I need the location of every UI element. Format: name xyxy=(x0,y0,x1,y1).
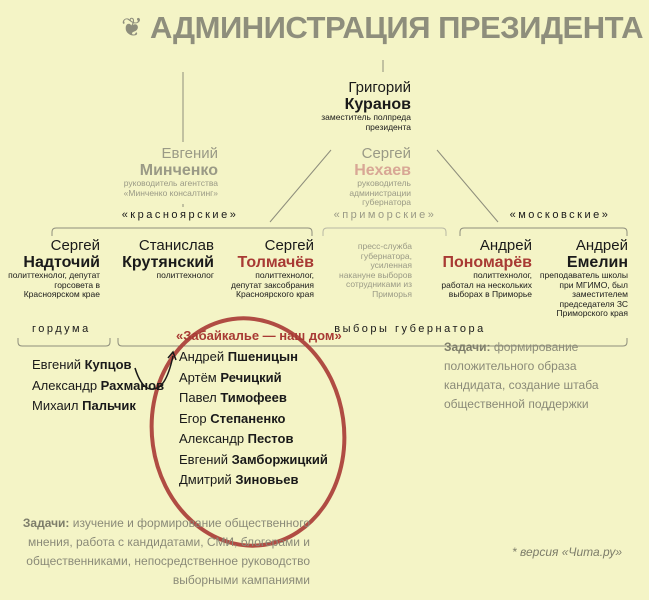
first-name: Андрей xyxy=(479,237,532,254)
first-name: Сергей xyxy=(361,145,411,162)
bracket-primorye xyxy=(322,227,447,236)
first-name: Станислав xyxy=(138,237,214,254)
first-name: Егор xyxy=(179,410,207,426)
first-name: Александр xyxy=(179,431,245,446)
role: руководитель агентства «Минченко консалт… xyxy=(123,178,218,198)
person-nadtochiy: Сергей Надточий политтехнолог, депутат г… xyxy=(4,238,100,300)
role: политтехнолог, работал на нескольких выб… xyxy=(441,270,532,299)
list-item: Евгений Замборжицкий xyxy=(179,450,328,471)
last-name: Крутянский xyxy=(122,254,214,271)
group-label-krasnoyarsk: «красноярские» xyxy=(121,209,239,221)
person-krutyansky: Станислав Крутянский политтехнолог xyxy=(110,238,214,281)
last-name: Куранов xyxy=(344,96,411,113)
list-item: Евгений Купцов xyxy=(32,355,164,376)
person-tolmachev: Сергей Толмачёв политтехнолог, депутат з… xyxy=(225,238,314,300)
person-minchenko: Евгений Минченко руководитель агентства … xyxy=(110,146,218,198)
list-item: Андрей Пшеницын xyxy=(179,347,328,368)
red-circle-highlight xyxy=(149,316,347,548)
person-kuranov: Григорий Куранов заместитель полпреда пр… xyxy=(300,80,411,132)
last-name: Тимофеев xyxy=(220,390,287,405)
last-name: формирование положительного образа канди… xyxy=(444,340,599,411)
tasks-bottom: Задачи: изучение и формирование обществе… xyxy=(20,514,310,590)
party-members: Андрей Пшеницын Артём Речицкий Павел Тим… xyxy=(179,347,328,491)
press-service: пресс-служба губернатора, усиленная нака… xyxy=(334,241,412,299)
last-name: изучение и формирование общественного мн… xyxy=(26,516,310,587)
eagle-logo-icon: ❦ xyxy=(121,12,143,42)
first-name: Михаил xyxy=(32,398,79,413)
bracket-gorduma xyxy=(17,338,111,347)
first-name: Евгений xyxy=(179,451,228,467)
last-name: Пальчик xyxy=(82,398,136,413)
first-name: Артём xyxy=(179,369,217,385)
tasks-right: Задачи: формирование положительного обра… xyxy=(444,338,614,414)
last-name: Минченко xyxy=(139,162,218,179)
first-name: Дмитрий xyxy=(179,472,232,487)
first-name: Евгений xyxy=(32,357,81,372)
first-name: Андрей xyxy=(179,349,225,364)
last-name: Степаненко xyxy=(210,410,286,426)
bracket-moscow xyxy=(459,227,628,236)
bracket-elections xyxy=(117,338,628,347)
first-name: Сергей xyxy=(264,237,314,254)
list-item: Михаил Пальчик xyxy=(32,396,164,417)
last-name: Пестов xyxy=(247,431,294,446)
last-name: Нехаев xyxy=(354,162,411,179)
last-name: Толмачёв xyxy=(237,254,314,271)
role: политтехнолог, депутат заксобрания Красн… xyxy=(230,270,314,299)
first-name: Андрей xyxy=(575,237,628,254)
person-ponomarev: Андрей Пономарёв политтехнолог, работал … xyxy=(440,238,532,300)
first-name: Павел xyxy=(179,390,217,405)
list-item: Александр Пестов xyxy=(179,429,328,450)
role: преподаватель школы при МГИМО, был замес… xyxy=(539,270,628,318)
last-name: Пономарёв xyxy=(442,254,532,271)
role: политтехнолог xyxy=(156,270,214,280)
party-title: «Забайкалье — наш дом» xyxy=(176,328,342,343)
group-label-moscow: «московские» xyxy=(509,209,611,221)
last-name: Надточий xyxy=(23,254,100,271)
bracket-krasnoyarsk xyxy=(51,227,313,236)
list-item: Павел Тимофеев xyxy=(179,388,328,409)
list-item: Дмитрий Зиновьев xyxy=(179,470,328,491)
last-name: Рахманов xyxy=(100,377,165,393)
last-name: Задачи: xyxy=(22,516,70,530)
last-name: Купцов xyxy=(84,357,132,372)
role: руководитель администрации губернатора xyxy=(349,178,411,207)
section-elections: выборы губернатора xyxy=(334,323,486,335)
page-title: АДМИНИСТРАЦИЯ ПРЕЗИДЕНТА xyxy=(150,10,643,45)
group-label-primorye: «приморские» xyxy=(333,209,437,221)
role: пресс-служба губернатора, усиленная нака… xyxy=(339,241,412,299)
person-nekhaev: Сергей Нехаев руководитель администрации… xyxy=(336,146,411,208)
last-name: Речицкий xyxy=(220,369,282,385)
footnote: * версия «Чита.ру» xyxy=(511,545,622,559)
last-name: Пшеницын xyxy=(227,349,298,364)
last-name: Емелин xyxy=(566,254,628,271)
arrow-icon xyxy=(134,355,174,390)
list-item: Артём Речицкий xyxy=(179,368,328,389)
role: политтехнолог, депутат горсовета в Красн… xyxy=(8,270,100,299)
gorduma-list: Евгений Купцов Александр Рахманов Михаил… xyxy=(32,355,164,417)
first-name: Александр xyxy=(32,377,98,393)
last-name: Зиновьев xyxy=(235,472,299,487)
role: заместитель полпреда президента xyxy=(321,112,411,132)
section-gorduma: гордума xyxy=(32,323,91,335)
first-name: Сергей xyxy=(50,237,100,254)
last-name: Замборжицкий xyxy=(231,451,328,467)
first-name: Григорий xyxy=(348,79,411,96)
first-name: Евгений xyxy=(161,145,219,162)
person-emelin: Андрей Емелин преподаватель школы при МГ… xyxy=(538,238,628,319)
list-item: Александр Рахманов xyxy=(32,376,164,397)
list-item: Егор Степаненко xyxy=(179,409,328,430)
last-name: Задачи: xyxy=(444,340,491,354)
